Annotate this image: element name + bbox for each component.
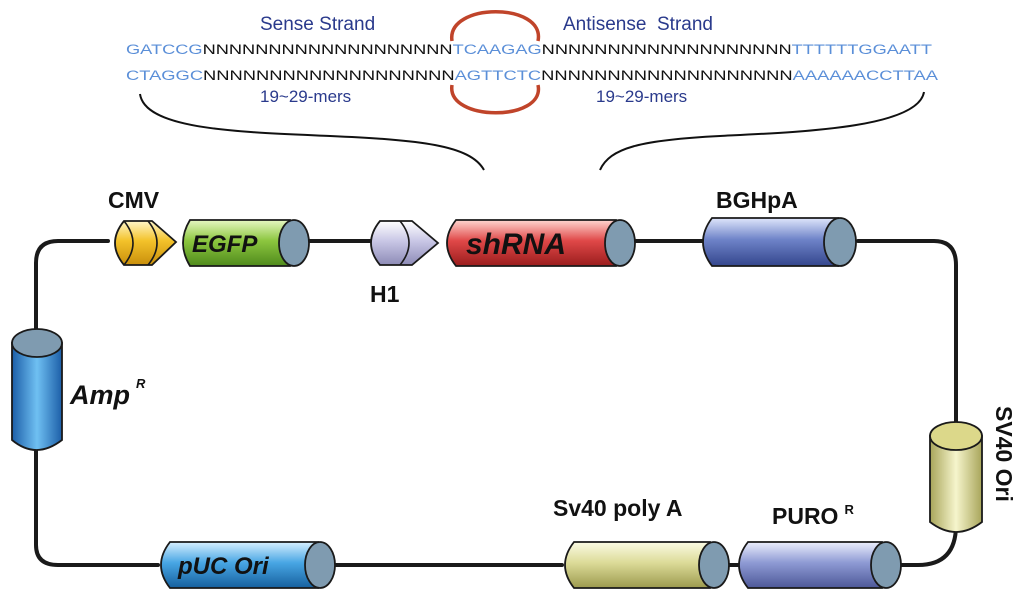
shrna-label: shRNA (466, 228, 566, 261)
sv40-ori-label: SV40 Ori (991, 406, 1017, 502)
bottom-left-end: CTAGGC (126, 68, 203, 83)
hairpin-loop-arc-top (450, 10, 540, 42)
top-right-end: TTTTTTGGAATT (792, 42, 932, 57)
cmv-label: CMV (108, 187, 160, 213)
antisense-bracket (599, 91, 925, 171)
hairpin-loop-arc-bottom (450, 84, 540, 115)
sense-bracket (139, 93, 485, 171)
shrna-cassette (446, 219, 636, 267)
cmv-promoter (114, 220, 178, 266)
bottom-right-end: AAAAAACCTTAA (793, 68, 938, 83)
bottom-sense-n: NNNNNNNNNNNNNNNNNNN (203, 68, 455, 83)
sv40-polya (564, 541, 730, 589)
sense-length-label: 19~29-mers (260, 87, 351, 106)
antisense-length-label: 19~29-mers (596, 87, 687, 106)
bottom-antisense-n: NNNNNNNNNNNNNNNNNNN (541, 68, 793, 83)
sense-strand-title: Sense Strand (260, 14, 375, 35)
top-antisense-n: NNNNNNNNNNNNNNNNNNN (542, 42, 792, 57)
h1-label: H1 (370, 281, 400, 307)
puror-gene (738, 541, 902, 589)
bghpa-label: BGHpA (716, 187, 798, 213)
sv40-polya-label: Sv40 poly A (553, 495, 683, 521)
egfp-gene (182, 219, 310, 267)
ampr-gene (11, 328, 63, 451)
top-loop: TCAAGAG (453, 42, 542, 57)
bghpa-element (702, 217, 857, 267)
puc-ori (160, 541, 336, 589)
bottom-loop: AGTTCTC (455, 68, 542, 83)
egfp-label: EGFP (192, 231, 258, 258)
h1-promoter (370, 220, 440, 266)
puc-ori-label: pUC Ori (177, 553, 270, 580)
top-left-end: GATCCG (126, 42, 203, 57)
sv40-ori (929, 421, 983, 533)
antisense-strand-title: Antisense Strand (563, 14, 713, 35)
top-sense-n: NNNNNNNNNNNNNNNNNNN (203, 42, 453, 57)
